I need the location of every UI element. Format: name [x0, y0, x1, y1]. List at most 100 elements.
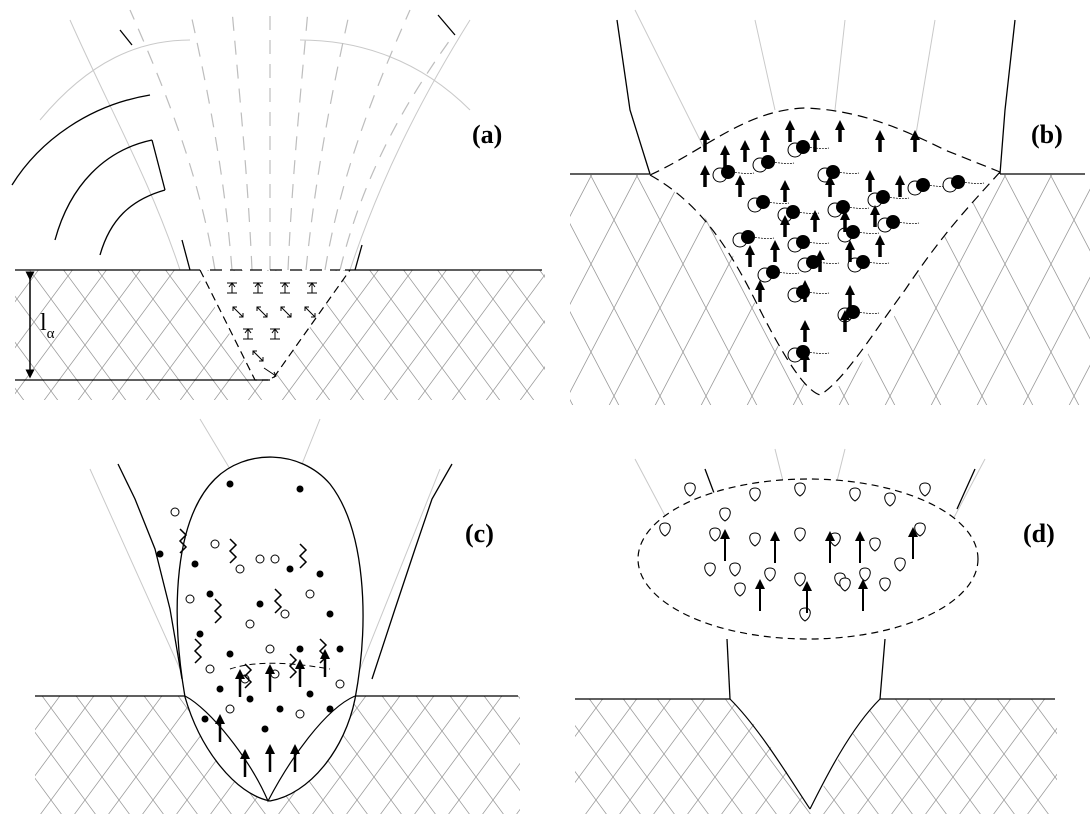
up-arrow-head [845, 285, 855, 295]
solid-particle [191, 560, 199, 568]
solid-particle [276, 705, 284, 713]
open-particle [295, 709, 305, 719]
up-arrow-head [265, 744, 275, 754]
up-arrow-head [735, 175, 745, 185]
droplet [684, 482, 696, 497]
up-arrow-head [755, 280, 765, 290]
plume-outline [649, 107, 1001, 176]
up-arrow-head [908, 527, 918, 537]
zigzag-path [193, 638, 203, 664]
panel-c-drawing: (c) [35, 418, 520, 814]
droplet [914, 522, 926, 537]
droplet [849, 487, 861, 502]
up-arrow-head [785, 120, 795, 130]
zigzag-path [243, 663, 253, 689]
up-arrow-head [810, 210, 820, 220]
particle-pair-link [955, 182, 985, 184]
solid-particle [206, 590, 214, 598]
particle-pair-solid [766, 265, 780, 279]
particle-pair-link [745, 237, 775, 239]
up-arrow-head [800, 320, 810, 330]
particle-pair-link [880, 197, 910, 199]
droplet [709, 527, 721, 542]
particle-pair-link [860, 262, 890, 264]
particle-pair-link [765, 162, 795, 164]
droplet [729, 562, 741, 577]
particle-pair-solid [846, 225, 860, 239]
up-arrow-head [755, 579, 765, 589]
open-particle [210, 539, 220, 549]
up-arrow-head [840, 310, 850, 320]
solid-particle [156, 550, 164, 558]
droplet [734, 582, 746, 597]
particle-pair-solid [826, 165, 840, 179]
panel-a-label: (a) [472, 120, 502, 149]
solid-particle [296, 485, 304, 493]
droplet [839, 577, 851, 592]
particle-pair-solid [876, 190, 890, 204]
plume-lines [129, 9, 451, 271]
up-arrow-head [295, 659, 305, 669]
up-arrow-head [215, 714, 225, 724]
depth-symbol: lα [40, 310, 55, 342]
droplet [894, 557, 906, 572]
up-arrow-head [825, 175, 835, 185]
droplet [764, 567, 776, 582]
wave-arc-3 [99, 189, 166, 256]
droplet [749, 487, 761, 502]
droplet [719, 507, 731, 522]
particle-pair-link [790, 212, 820, 214]
droplet [749, 532, 761, 547]
up-arrow-head [760, 130, 770, 140]
up-arrow-head [870, 205, 880, 215]
zigzag-path [298, 543, 308, 569]
particle-pair-link [770, 272, 800, 274]
particles-b [700, 120, 985, 372]
crater-outline [199, 269, 351, 381]
open-particle [280, 609, 290, 619]
droplet [659, 522, 671, 537]
particle-pair-link [800, 292, 830, 294]
droplet [869, 537, 881, 552]
open-particle [205, 664, 215, 674]
droplet [879, 577, 891, 592]
panel-c: (c) [0, 409, 545, 818]
particle-pair-solid [836, 200, 850, 214]
open-particle [185, 594, 195, 604]
up-arrow-head [865, 170, 875, 180]
droplet [884, 492, 896, 507]
solid-particle [226, 650, 234, 658]
particle-pair-link [850, 232, 880, 234]
solid-particle [326, 610, 334, 618]
open-particle [235, 564, 245, 574]
droplet [794, 527, 806, 542]
up-arrow-head [770, 531, 780, 541]
particle-pair-solid [721, 165, 735, 179]
panel-d: (d) [545, 409, 1090, 818]
particles-c [156, 480, 345, 777]
particle-pair-link [760, 202, 790, 204]
particle-pair-solid [886, 215, 900, 229]
particle-pair-link [800, 147, 830, 149]
up-arrow-head [840, 210, 850, 220]
panel-b-drawing: (b) [570, 9, 1090, 405]
solid-particle [201, 715, 209, 723]
up-arrow-head [802, 581, 812, 591]
wave-arc-1 [11, 94, 151, 186]
zigzag-path [288, 653, 298, 679]
panel-b-label: (b) [1031, 120, 1063, 149]
up-arrow-head [815, 250, 825, 260]
particle-pair-link [725, 172, 755, 174]
up-arrow-head [700, 165, 710, 175]
up-arrow-head [835, 120, 845, 130]
open-particle [265, 644, 275, 654]
droplet [704, 562, 716, 577]
up-arrow-head [235, 669, 245, 679]
particle-pair-solid [761, 155, 775, 169]
open-particle [225, 704, 235, 714]
up-arrow-head [858, 579, 868, 589]
up-arrow-head [780, 215, 790, 225]
particle-pair-solid [916, 178, 930, 192]
up-arrow-head [770, 240, 780, 250]
solid-particle [286, 565, 294, 573]
